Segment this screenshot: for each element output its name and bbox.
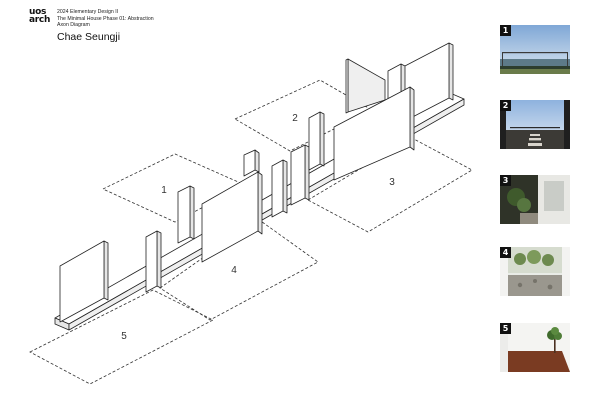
project-title: The Minimal House Phase 01: Abstraction [57, 15, 154, 22]
zone-outline-4 [159, 218, 319, 321]
wall-a-side [103, 240, 109, 301]
tree-photo [500, 323, 570, 372]
author-name: Chae Seungji [57, 31, 121, 43]
wall-l-front [333, 86, 411, 181]
wall-d-front [201, 171, 259, 263]
deck-photo [500, 100, 570, 149]
zone-label-4: 4 [231, 265, 237, 276]
wall-j-side [448, 42, 454, 101]
wall-i-front [345, 58, 349, 114]
post-b-side [156, 230, 162, 289]
school-logo: uos arch [29, 7, 51, 25]
post-e-front [243, 149, 256, 177]
wall-d-side [257, 171, 263, 235]
garden-path-photo [500, 175, 570, 224]
wall-l-side [409, 86, 415, 151]
wall-a-front [59, 240, 105, 323]
zone-outline-2 [234, 79, 373, 152]
photo-number-3: 3 [500, 175, 511, 186]
photo-1: 1 [500, 25, 570, 74]
photo-number-5: 5 [500, 323, 511, 334]
drawing-title: Axon Diagram [57, 22, 90, 28]
photo-3: 3 [500, 175, 570, 224]
photo-number-4: 4 [500, 247, 511, 258]
photo-number-1: 1 [500, 25, 511, 36]
photo-4: 4 [500, 247, 570, 296]
zone-label-2: 2 [292, 113, 298, 124]
post-e-side [254, 149, 260, 173]
zone-label-1: 1 [161, 185, 167, 196]
post-g-front [290, 144, 306, 206]
zone-label-3: 3 [389, 177, 395, 188]
post-b-front [145, 230, 158, 293]
zone-outline-5 [29, 289, 214, 385]
courtyard-photo [500, 247, 570, 296]
post-f-side [282, 159, 288, 214]
course-title: 2024 Elementary Design II [57, 9, 119, 15]
photo-number-2: 2 [500, 100, 511, 111]
post-c-front [177, 185, 191, 244]
photo-2: 2 [500, 100, 570, 149]
post-f-front [271, 159, 284, 218]
zone-label-5: 5 [121, 331, 127, 342]
rooftop-photo [500, 25, 570, 74]
project-info: 2024 Elementary Design II The Minimal Ho… [57, 9, 154, 29]
post-c-side [189, 185, 195, 240]
post-h-side [319, 111, 325, 167]
post-h-front [308, 111, 321, 171]
post-g-side [304, 144, 310, 201]
photo-5: 5 [500, 323, 570, 372]
